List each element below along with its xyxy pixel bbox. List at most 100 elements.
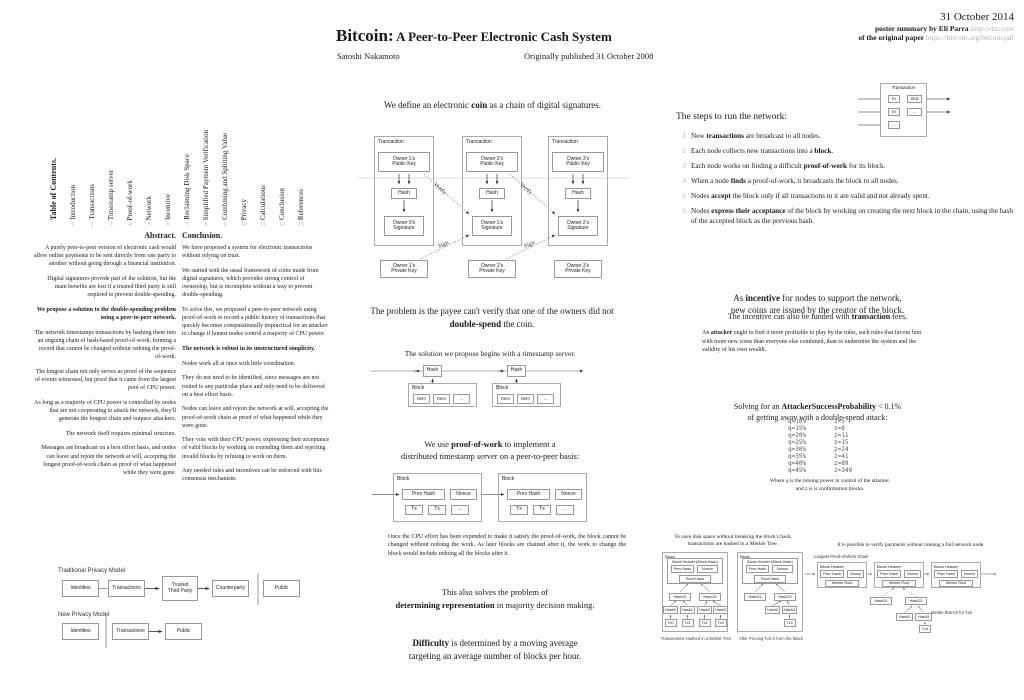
conclusion-paragraph: Nodes can leave and rejoin the network a… [182, 406, 329, 429]
identities-box: Identities [62, 623, 99, 640]
step-pre: Nodes [691, 192, 712, 200]
attack-probability-table: q=10%z=5 q=15%z=8 q=20%z=11 q=25%z=15 q=… [788, 418, 852, 474]
block-header-title: Block Header (Block Hash) [672, 559, 718, 564]
pow-diagram: Block Prev Hash Nonce Tx Tx ... Block Pr… [370, 466, 615, 528]
toc-item-num: 1 [71, 222, 75, 228]
coin-definition: We define an electronic coin as a chain … [365, 100, 620, 110]
public-key-box: Owner 2's Public Key [466, 152, 518, 172]
q-value: q=40% [788, 460, 807, 467]
merkle-root-box: Merkle Root [882, 580, 916, 587]
step-item: 1 New transactions are broadcast to all … [676, 132, 1020, 142]
step-item: 3 Each node works on finding a difficult… [676, 162, 1020, 172]
toc-item-num: 13 [298, 222, 304, 228]
toc-item-num: 9 [223, 222, 227, 228]
hash23-box: Hash23 [774, 593, 796, 601]
public-box: Public [263, 580, 300, 597]
transactions-box: Transactions [108, 580, 145, 597]
spv-intro: It is possible to verify payments withou… [837, 542, 985, 548]
bitcoin-pdf-link[interactable]: https://bitcoin.org/bitcoin.pdf [925, 33, 1014, 42]
hash2-box: Hash2 [697, 606, 712, 614]
block-header-title: Block Header (Block Hash) [747, 559, 793, 564]
tx-box: Tx [405, 505, 423, 515]
hash1-box: Hash1 [680, 606, 695, 614]
difficulty-post: is determined by a moving average target… [408, 638, 582, 662]
block-header-frame [667, 558, 723, 584]
hash2-box: Hash2 [896, 613, 913, 621]
step-num: 2 [682, 147, 687, 155]
tx3-box: Tx3 [919, 625, 931, 633]
incentive-note: As incentive for nodes to support the ne… [690, 279, 945, 317]
cpu-effort-note: Once the CPU effort has been expended to… [388, 534, 626, 557]
block-label: Block [412, 385, 425, 391]
representation-post: in majority decision making. [494, 599, 595, 610]
transaction-title: Transaction [552, 139, 578, 145]
fees-pre: The incentive can also be funded with [727, 312, 852, 321]
step-bold: accept [711, 192, 731, 200]
step-bold: transactions [706, 132, 744, 140]
hash-box: Hash [423, 365, 442, 377]
transactions-box: Transactions [112, 623, 149, 640]
block-label: Block [502, 476, 515, 482]
elzr-link[interactable]: http://elzr.com [970, 24, 1014, 33]
transaction-title: Transaction [378, 139, 404, 145]
step-num: 4 [682, 177, 687, 185]
toc-item-num: 11 [260, 222, 266, 228]
toc-title-col: Table of Contents. [46, 84, 60, 230]
toc-item-num: 10 [241, 222, 247, 228]
hash0-box: Hash0 [663, 606, 678, 614]
solving-bold: AttackerSuccessProbability [781, 401, 877, 411]
attacker-pre: An [702, 330, 711, 336]
prev-hash-box: Prev Hash [402, 489, 445, 500]
private-key-box: Owner 1's Private Key [380, 260, 428, 278]
dots-box: ... [907, 108, 922, 116]
q-value: q=25% [788, 439, 807, 446]
toc-item-num: 3 [109, 222, 113, 228]
q-value: q=20% [788, 432, 807, 439]
step-pre: Nodes [691, 207, 712, 215]
step-post: are broadcast to all nodes. [743, 132, 821, 140]
merkle-tree-pruned: Block Block Header (Block Hash) Prev Has… [735, 550, 807, 646]
q-value: q=30% [788, 446, 807, 453]
step-num: 6 [682, 207, 687, 215]
z-value: z=11 [834, 432, 849, 439]
hash-box: Hash [565, 188, 591, 199]
dots-box: ... [537, 394, 554, 404]
merkle-branch-label: Merkle Branch for Tx3 [931, 610, 973, 615]
coin-def-post: as a chain of digital signatures. [487, 100, 601, 110]
steps-title: The steps to run the network: [676, 112, 788, 122]
pow-intro: We use proof-of-work to implement a dist… [375, 427, 605, 463]
prev-hash-box: Prev Hash [746, 565, 769, 573]
hash3-box: Hash3 [713, 606, 728, 614]
conclusion-section: Conclusion. We have proposed a system fo… [182, 231, 330, 490]
step-post: of the block by working on creating the … [691, 207, 1013, 225]
toc-item-num: 5 [147, 222, 151, 228]
author: Satoshi Nakamoto [337, 51, 400, 61]
step-text: Nodes accept the block only if all trans… [691, 192, 930, 202]
block-header-frame [742, 558, 798, 584]
step-post: for its block. [847, 162, 886, 170]
z-value: z=340 [834, 467, 853, 474]
title-main: Bitcoin: [336, 26, 394, 45]
block-frame [393, 473, 482, 522]
tx0-box: Tx0 [664, 619, 677, 627]
pow-intro-pre: We use [424, 438, 452, 449]
step-text: Each node works on finding a difficult p… [691, 162, 885, 172]
fees-note: The incentive can also be funded with tr… [690, 312, 945, 321]
item-box: Item [433, 394, 450, 404]
nonce-box: Nonce [772, 565, 793, 573]
in-box: In [888, 95, 900, 103]
attacker-note: An attacker ought to find it more profit… [702, 329, 926, 355]
toc-item-label: Proof-of-work [126, 179, 134, 220]
conclusion-paragraph: They do not need to be identified, since… [182, 375, 325, 398]
toc-item-label: Transactions [88, 184, 96, 220]
step-item: 2 Each node collects new transactions in… [676, 147, 1020, 157]
private-key-box: Owner 3's Private Key [554, 260, 602, 278]
step-item: 6 Nodes express their acceptance of the … [676, 207, 1020, 226]
signature-box: Owner 0's Signature [384, 216, 424, 236]
step-post: the block only if all transactions in it… [730, 192, 930, 200]
prev-hash-box: Prev Hash [671, 565, 694, 573]
step-bold: proof-of-work [803, 162, 848, 170]
